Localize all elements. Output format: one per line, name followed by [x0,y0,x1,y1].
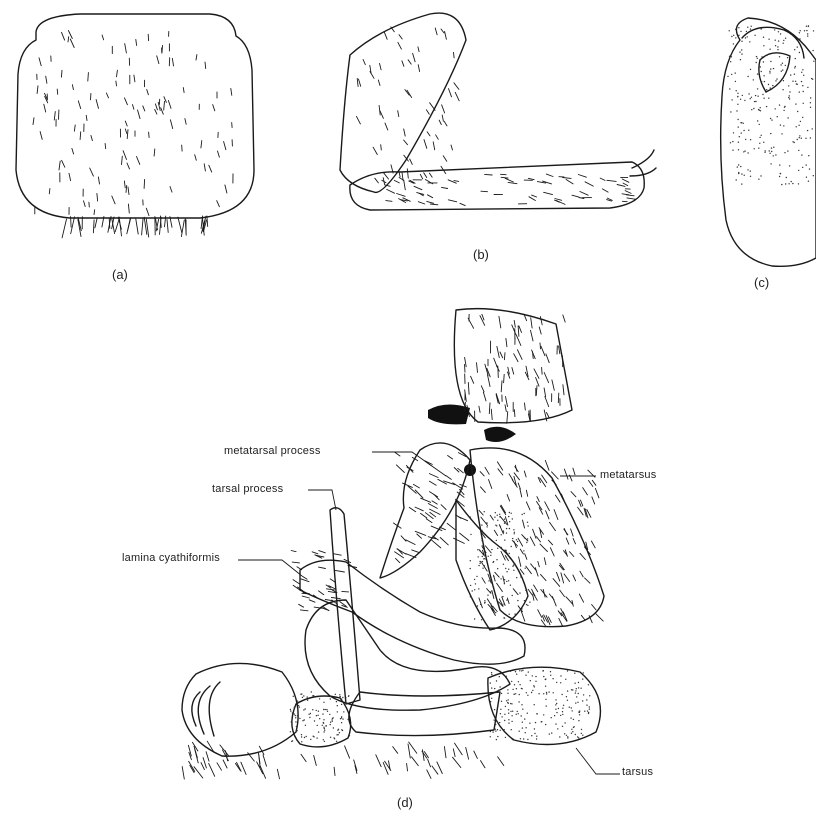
panel-d-appendage: metatarsal process tarsal process lamina… [0,300,816,818]
chela-drawing [700,0,816,300]
callout-tarsal-process: tarsal process [212,483,283,495]
leg-drawing [310,0,670,270]
callout-tarsus: tarsus [622,766,653,778]
panel-label-d: (d) [397,795,413,810]
callout-metatarsus: metatarsus [600,469,656,481]
panel-b-leg: (b) [310,0,670,270]
panel-c-chela: (c) [700,0,816,300]
panel-label-c: (c) [754,275,769,290]
carapace-drawing [0,0,270,300]
panel-label-b: (b) [473,247,489,262]
panel-label-a: (a) [112,267,128,282]
callout-metatarsal-process: metatarsal process [224,445,321,457]
leader-tarsus [576,748,620,774]
panel-a-carapace: (a) [0,0,270,300]
callout-lamina-cyathiformis: lamina cyathiformis [122,552,220,564]
leader-tarsal-process [308,490,336,510]
